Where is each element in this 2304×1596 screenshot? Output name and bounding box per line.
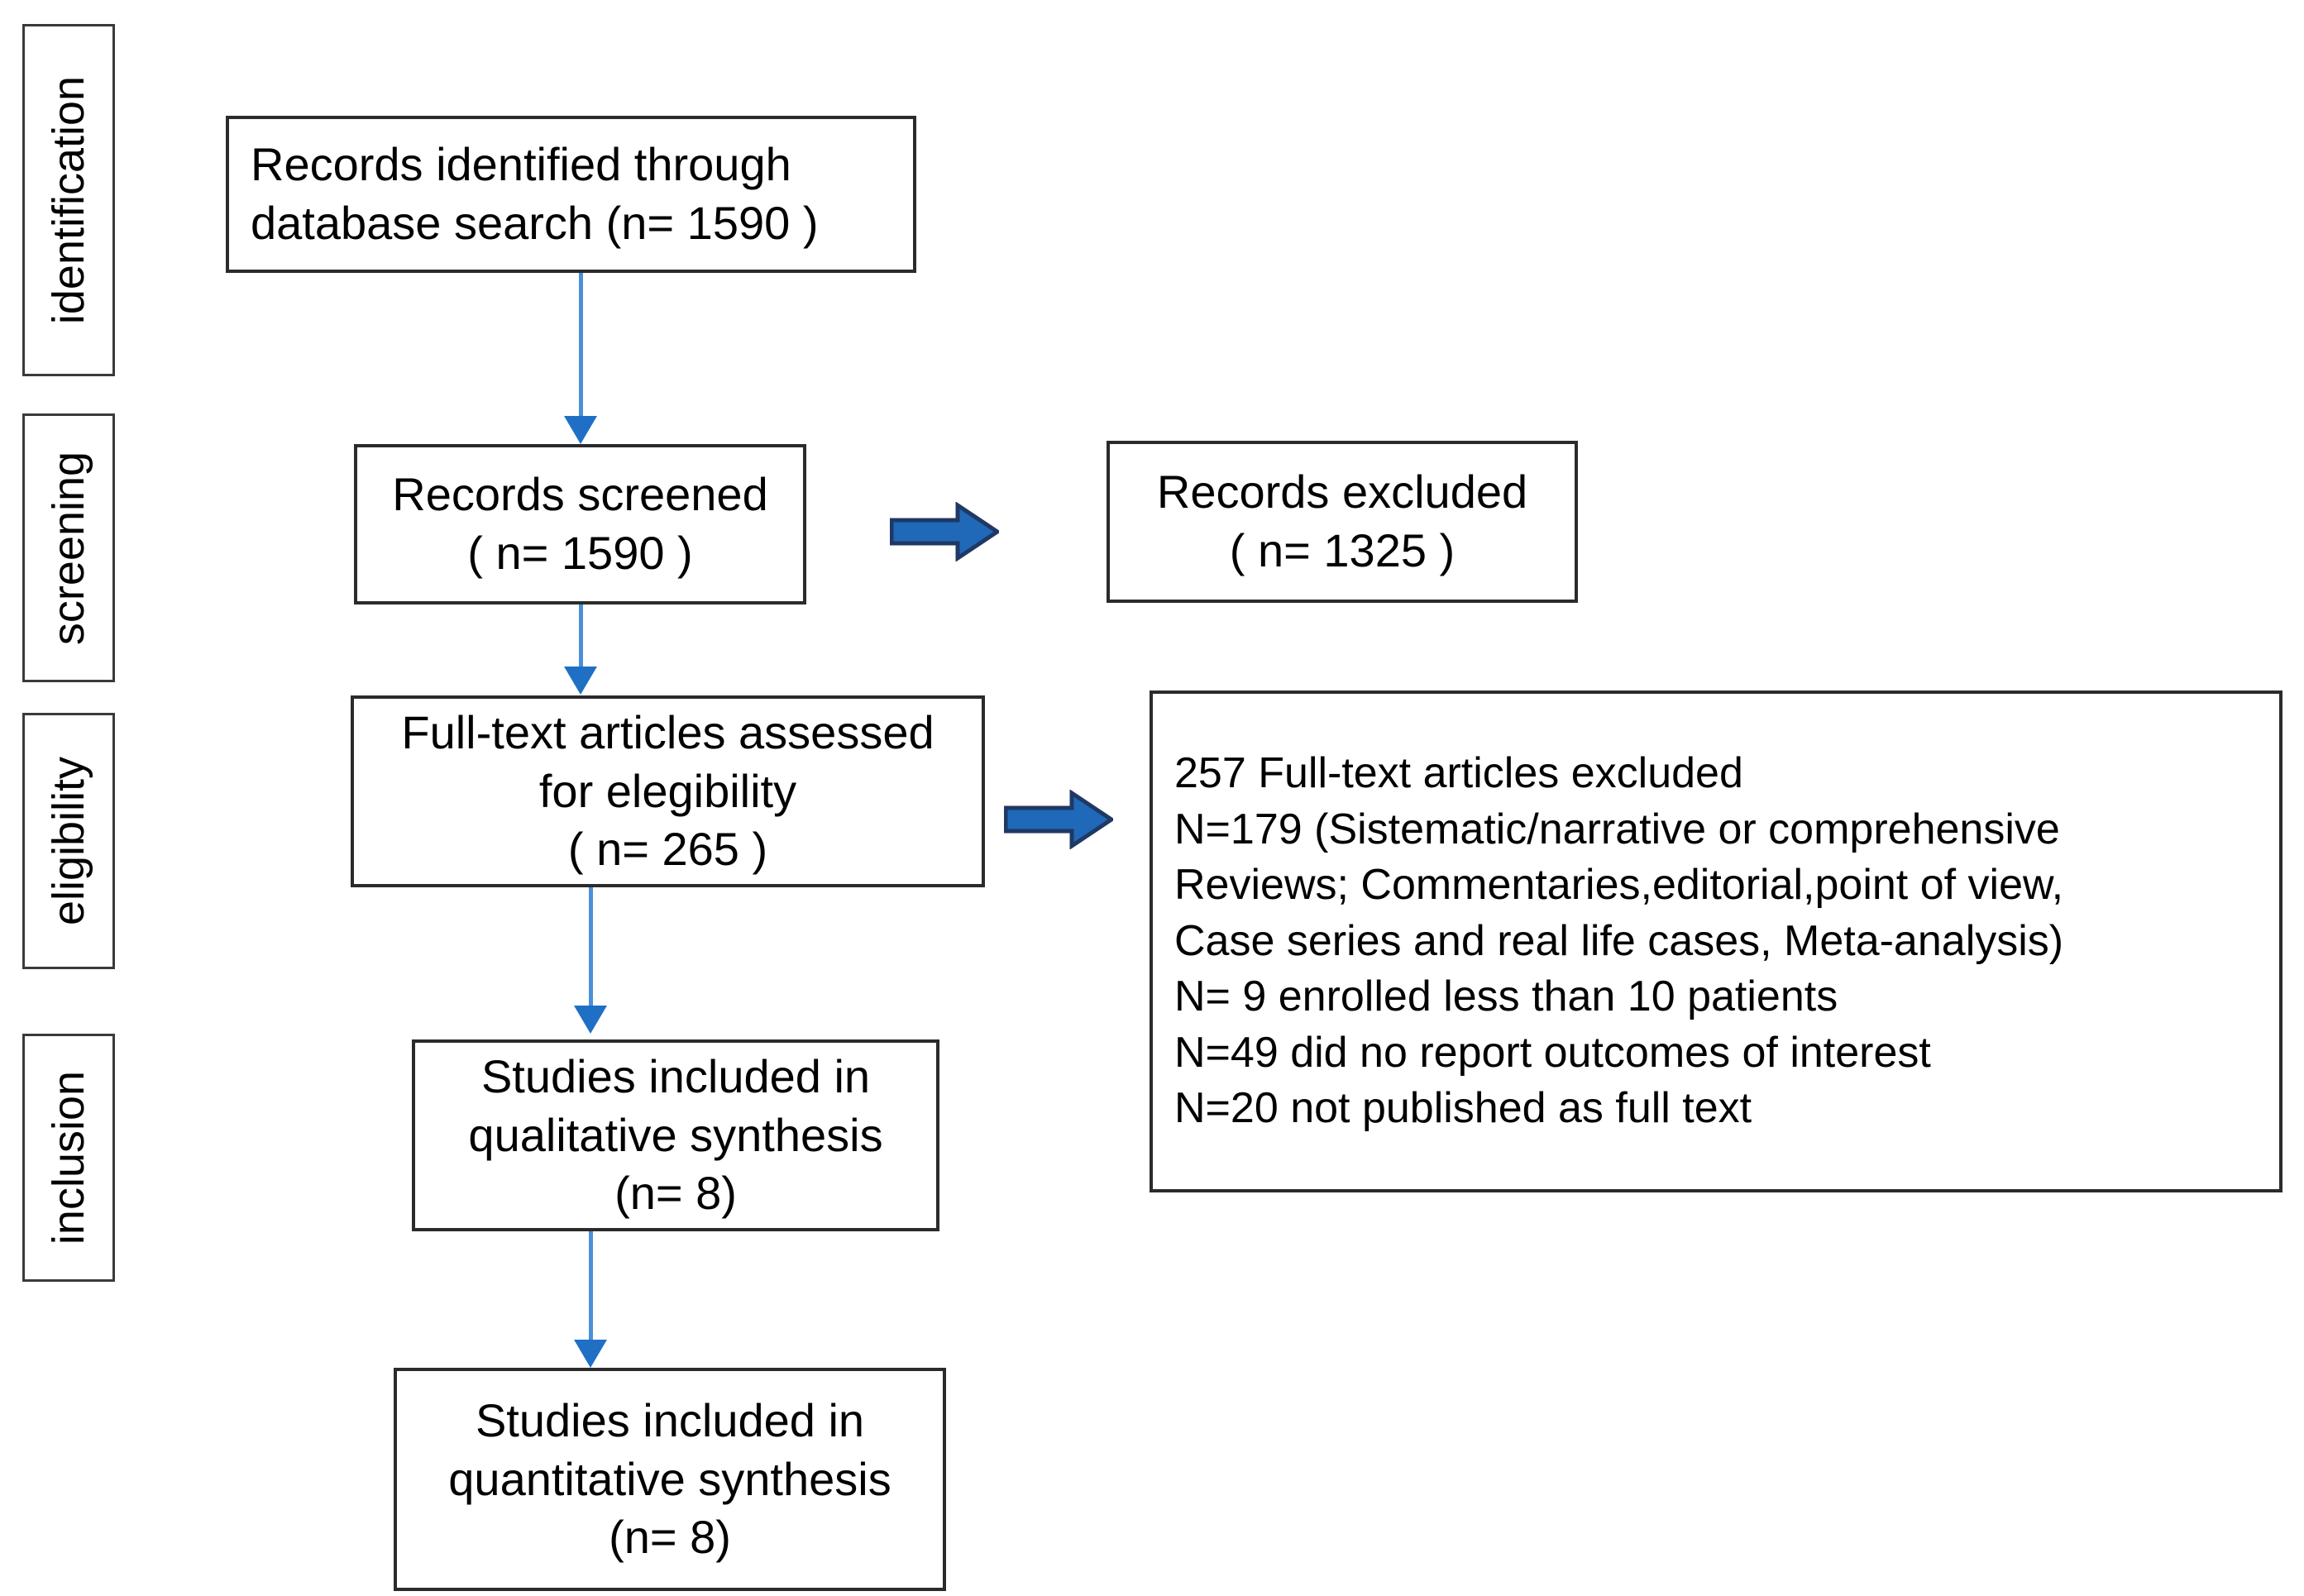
fulltext-excluded-line-2: N=179 (Sistematic/narrative or comprehen… <box>1174 805 2060 853</box>
arrow-fulltext-to-excluded <box>1004 790 1113 849</box>
fulltext-excluded-line-4: Case series and real life cases, Meta-an… <box>1174 916 2064 965</box>
records-identified-line-2: database search (n= 1590 ) <box>251 197 819 249</box>
fulltext-assessed-line-1: Full-text articles assessed <box>401 706 935 759</box>
records-identified-line-1: Records identified through <box>251 138 791 191</box>
stage-box-eligibility: eligibility <box>22 713 115 969</box>
arrow-head-down-icon <box>564 416 597 444</box>
fulltext-assessed-line-3: ( n= 265 ) <box>567 823 768 876</box>
fulltext-assessed-line-2: for elegibility <box>538 764 797 817</box>
fulltext-excluded-line-7: N=20 not published as full text <box>1174 1084 1752 1133</box>
fulltext-excluded-line-3: Reviews; Commentaries,editorial,point of… <box>1174 861 2064 910</box>
fulltext-assessed-box: Full-text articles assessed for elegibil… <box>351 695 985 887</box>
fulltext-excluded-line-6: N=49 did no report outcomes of interest <box>1174 1028 1931 1077</box>
studies-quantitative-line-3: (n= 8) <box>609 1511 731 1564</box>
arrow-screened-to-excluded <box>890 502 999 561</box>
records-identified-box: Records identified through database sear… <box>226 116 916 273</box>
stage-label-identification: identification <box>44 75 93 325</box>
studies-quantitative-line-2: quantitative synthesis <box>448 1452 891 1505</box>
arrow-shaft <box>589 1231 593 1345</box>
studies-quantitative-line-1: Studies included in <box>475 1394 865 1447</box>
stage-box-inclusion: inclusion <box>22 1034 115 1282</box>
stage-label-screening: screening <box>44 451 93 645</box>
records-screened-line-1: Records screened <box>392 468 768 521</box>
studies-qualitative-line-2: qualitative synthesis <box>468 1108 883 1161</box>
fulltext-excluded-line-5: N= 9 enrolled less than 10 patients <box>1174 972 1838 1021</box>
stage-label-eligibility: eligibility <box>44 756 93 926</box>
fulltext-excluded-line-1: 257 Full-text articles excluded <box>1174 748 1743 797</box>
records-screened-line-2: ( n= 1590 ) <box>467 527 693 579</box>
stage-label-inclusion: inclusion <box>44 1070 93 1245</box>
block-arrow-right-icon <box>1004 790 1113 849</box>
studies-qualitative-line-3: (n= 8) <box>614 1167 737 1220</box>
records-excluded-line-2: ( n= 1325 ) <box>1229 524 1456 576</box>
studies-qualitative-line-1: Studies included in <box>480 1050 871 1103</box>
block-arrow-right-icon <box>890 502 999 561</box>
stage-box-identification: identification <box>22 24 115 376</box>
studies-quantitative-box: Studies included in quantitative synthes… <box>394 1368 946 1591</box>
arrow-head-down-icon <box>574 1006 607 1034</box>
records-excluded-box: Records excluded ( n= 1325 ) <box>1107 441 1578 603</box>
studies-qualitative-box: Studies included in qualitative synthesi… <box>412 1039 939 1231</box>
stage-box-screening: screening <box>22 413 115 682</box>
records-excluded-line-1: Records excluded <box>1156 466 1528 518</box>
arrow-head-down-icon <box>564 667 597 695</box>
arrow-shaft <box>589 887 593 1011</box>
arrow-head-down-icon <box>574 1340 607 1368</box>
arrow-shaft <box>579 273 583 422</box>
arrow-shaft <box>579 604 583 672</box>
records-screened-box: Records screened ( n= 1590 ) <box>354 444 806 604</box>
fulltext-excluded-box: 257 Full-text articles excluded N=179 (S… <box>1150 690 2282 1192</box>
